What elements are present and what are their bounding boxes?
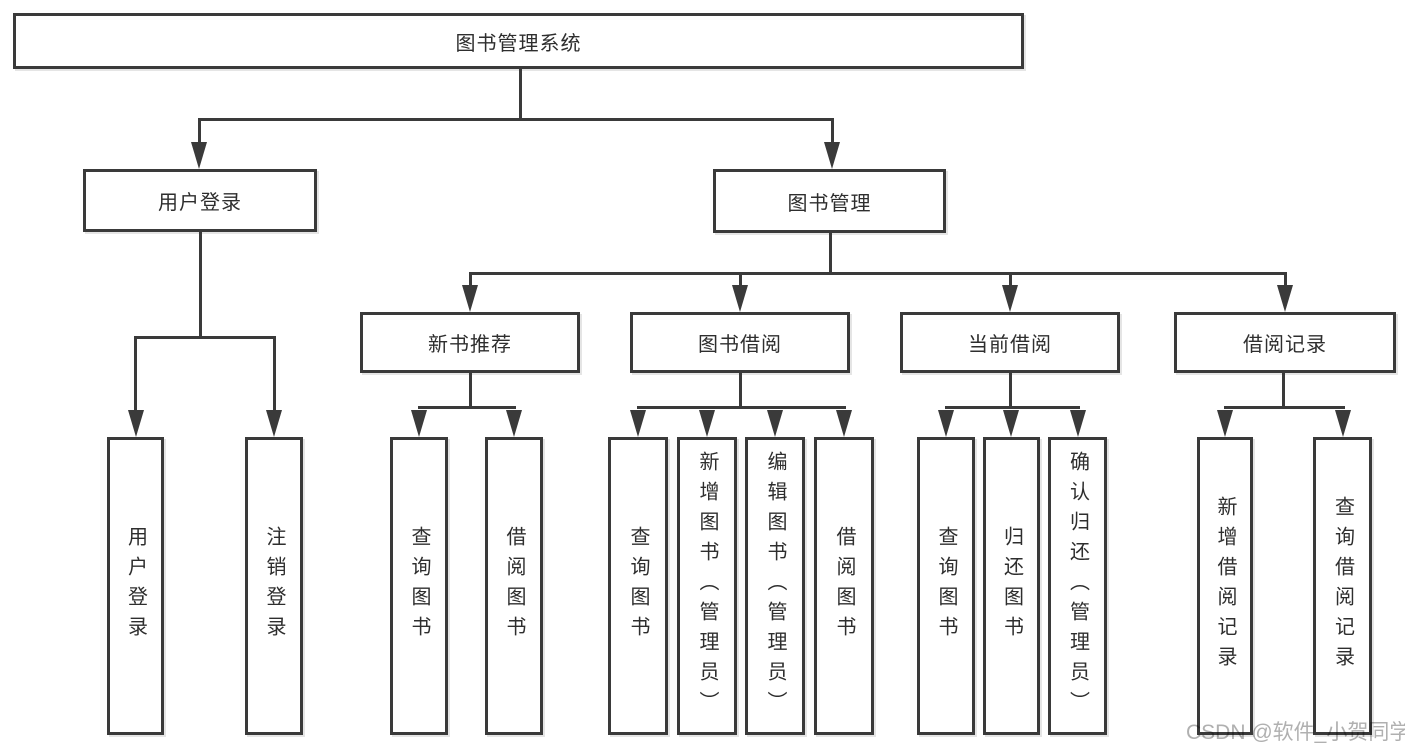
leaf-logout: 注销登录: [245, 437, 303, 735]
arrow-down-icon: [1334, 410, 1351, 437]
connector-line: [468, 272, 472, 286]
connector-line: [828, 233, 832, 272]
leaf-add-books-admin: 新增图书（管理员）: [677, 437, 737, 735]
arrow-down-icon: [1277, 285, 1293, 312]
leaf-edit-books-admin: 编辑图书（管理员）: [745, 437, 805, 735]
leaf-user-login: 用户登录: [107, 437, 164, 735]
arrow-down-icon: [1003, 410, 1019, 437]
connector-line: [468, 373, 472, 406]
node-label: 图书借阅: [698, 334, 782, 356]
node-borrowing-records: 借阅记录: [1174, 312, 1396, 373]
arrow-down-icon: [191, 142, 207, 169]
arrow-down-icon: [1002, 285, 1018, 312]
connector-line: [1008, 373, 1012, 406]
node-label: 图书管理: [787, 192, 872, 215]
connector-line: [198, 231, 202, 336]
node-label: 新书推荐: [428, 334, 512, 356]
arrow-down-icon: [767, 410, 783, 437]
arrow-down-icon: [266, 410, 282, 437]
connector-line: [518, 69, 522, 118]
connector-line: [1283, 272, 1287, 286]
connector-line: [134, 336, 276, 339]
node-user-login: 用户登录: [83, 169, 317, 232]
leaf-label: 查询图书: [935, 526, 957, 646]
connector-line: [134, 336, 137, 412]
arrow-down-icon: [824, 142, 840, 169]
connector-line: [197, 118, 201, 145]
watermark: CSDN @软件_小贺同学: [1186, 721, 1405, 744]
leaf-borrow-books: 借阅图书: [814, 437, 874, 735]
leaf-label: 查询图书: [627, 526, 649, 646]
connector-line: [738, 272, 742, 286]
arrow-down-icon: [699, 410, 715, 437]
arrow-down-icon: [1217, 410, 1233, 437]
node-label: 图书管理系统: [455, 32, 582, 55]
arrow-down-icon: [127, 410, 144, 437]
arrow-down-icon: [506, 410, 522, 437]
node-current-borrowing: 当前借阅: [900, 312, 1120, 373]
leaf-query-books-current: 查询图书: [917, 437, 975, 735]
node-book-management: 图书管理: [713, 169, 946, 233]
arrow-down-icon: [732, 285, 748, 312]
arrow-down-icon: [1070, 410, 1086, 437]
leaf-borrow-books-recommend: 借阅图书: [485, 437, 543, 735]
leaf-label: 查询图书: [408, 526, 430, 646]
node-book-borrowing: 图书借阅: [630, 312, 850, 373]
node-label: 借阅记录: [1243, 334, 1327, 356]
arrow-down-icon: [938, 410, 954, 437]
node-new-book-recommendation: 新书推荐: [360, 312, 580, 373]
arrow-down-icon: [836, 410, 852, 437]
node-library-management-system: 图书管理系统: [13, 13, 1024, 69]
leaf-label: 新增图书（管理员）: [696, 451, 718, 721]
leaf-label: 用户登录: [124, 526, 147, 646]
connector-line: [636, 406, 846, 409]
leaf-label: 确认归还（管理员）: [1066, 451, 1089, 721]
leaf-label: 新增借阅记录: [1214, 496, 1236, 676]
connector-line: [944, 406, 1080, 409]
leaf-query-books-borrowing: 查询图书: [608, 437, 668, 735]
connector-line: [417, 406, 516, 409]
connector-line: [830, 118, 834, 145]
leaf-label: 归还图书: [1000, 526, 1023, 646]
node-label: 当前借阅: [968, 334, 1052, 356]
leaf-add-borrow-record: 新增借阅记录: [1197, 437, 1253, 735]
connector-line: [1281, 373, 1285, 406]
leaf-label: 借阅图书: [503, 526, 525, 646]
connector-line: [1008, 272, 1012, 286]
connector-line: [738, 373, 742, 406]
leaf-return-books: 归还图书: [983, 437, 1040, 735]
leaf-label: 查询借阅记录: [1331, 496, 1354, 676]
connector-line: [272, 336, 276, 412]
leaf-label: 编辑图书（管理员）: [764, 451, 786, 721]
leaf-query-books-recommend: 查询图书: [390, 437, 448, 735]
arrow-down-icon: [411, 410, 427, 437]
leaf-label: 注销登录: [263, 526, 285, 646]
connector-line: [468, 272, 1287, 275]
connector-line: [197, 118, 834, 121]
arrow-down-icon: [630, 410, 646, 437]
leaf-label: 借阅图书: [833, 526, 855, 646]
leaf-confirm-return-admin: 确认归还（管理员）: [1048, 437, 1107, 735]
node-label: 用户登录: [158, 192, 242, 214]
leaf-query-borrow-record: 查询借阅记录: [1313, 437, 1372, 735]
connector-line: [1223, 406, 1345, 409]
arrow-down-icon: [462, 285, 478, 312]
